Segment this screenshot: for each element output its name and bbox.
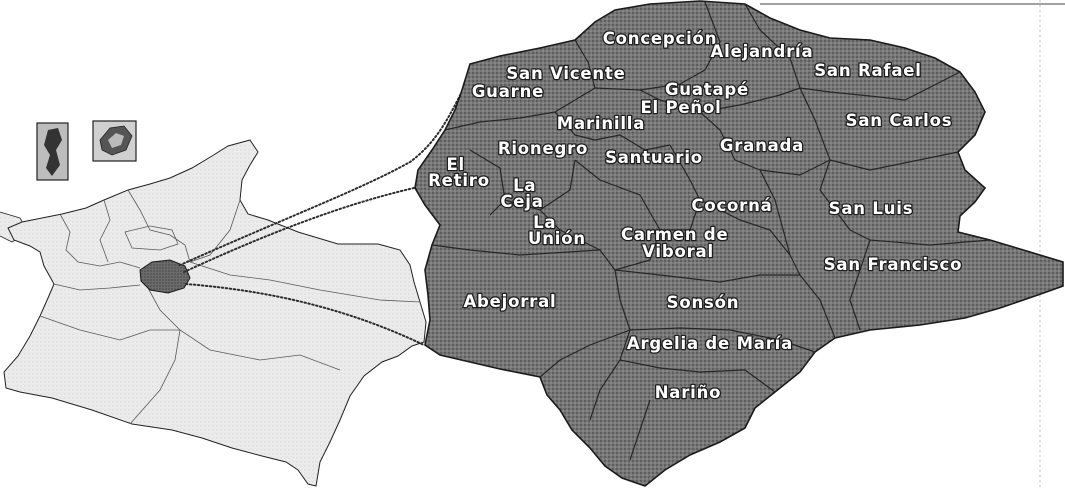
- label-la-union-line-2: Unión: [528, 229, 586, 248]
- department-boundary-line: [124, 225, 179, 251]
- municipality-boundary-line: [554, 111, 671, 151]
- highlighted-subregion: [139, 259, 191, 294]
- label-la-ceja-line-2: Ceja: [500, 192, 543, 211]
- municipality-boundary-line: [614, 269, 836, 339]
- label-carmen-de-viboral-line-1: Carmen de: [621, 225, 728, 244]
- label-la-ceja-line-1: La: [513, 176, 536, 195]
- label-alejandria: Alejandría: [711, 42, 814, 61]
- colombia-map-thumbnail-icon: [36, 122, 69, 181]
- department-boundary-line: [147, 287, 341, 371]
- region-outline: [414, 0, 1064, 487]
- municipality-boundary-line: [829, 71, 961, 101]
- label-san-rafael: San Rafael: [814, 61, 922, 80]
- municipality-boundary-line: [759, 169, 791, 256]
- label-concepcion: Concepción: [603, 29, 718, 48]
- label-san-vicente: San Vicente: [506, 64, 625, 83]
- label-abejorral: Abejorral: [463, 292, 556, 311]
- label-guatape: Guatapé: [665, 80, 749, 99]
- region-map: Concepción Alejandría San Vicente San Ra…: [414, 0, 1064, 487]
- municipality-labels: Concepción Alejandría San Vicente San Ra…: [427, 28, 963, 404]
- municipality-boundary-line: [744, 3, 801, 89]
- label-marinilla: Marinilla: [557, 114, 645, 133]
- department-boundary-line: [39, 315, 180, 341]
- municipality-boundary-line: [619, 359, 776, 393]
- connector-line-lower: [185, 283, 425, 346]
- label-carmen-de-viboral: Carmen de Viboral: [621, 225, 735, 261]
- department-boundary-line: [189, 261, 421, 303]
- zoom-connector-lines: [177, 83, 467, 346]
- region-map-thumbnail-icon: [92, 120, 137, 162]
- municipality-boundary-line: [594, 1, 721, 91]
- municipality-boundary-line: [539, 209, 616, 271]
- municipality-boundary-line: [574, 159, 661, 271]
- label-el-retiro-line-1: El: [446, 155, 465, 174]
- municipality-boundary-line: [539, 329, 631, 378]
- label-santuario: Santuario: [605, 148, 703, 167]
- municipality-boundary-line: [699, 111, 761, 171]
- label-guarne: Guarne: [472, 82, 544, 101]
- department-boundary-line: [99, 199, 111, 263]
- connector-line-upper: [177, 83, 467, 267]
- label-san-francisco: San Francisco: [824, 255, 963, 274]
- label-el-retiro-line-2: Retiro: [428, 171, 490, 190]
- connector-line-middle: [183, 187, 415, 273]
- municipality-boundary-line: [699, 199, 801, 276]
- label-cocorna: Cocorná: [691, 196, 772, 215]
- municipality-boundary-line: [799, 87, 831, 191]
- municipality-boundary-line: [589, 359, 621, 421]
- label-el-retiro: El Retiro: [428, 155, 490, 190]
- municipality-boundary-line: [759, 151, 959, 176]
- municipality-boundary-line: [629, 327, 816, 353]
- label-san-carlos: San Carlos: [846, 111, 953, 130]
- municipality-boundary-line: [574, 39, 596, 101]
- municipality-boundary-line: [629, 399, 651, 461]
- label-rionegro: Rionegro: [498, 139, 588, 158]
- colombia-outline: [3, 139, 427, 487]
- label-san-luis: San Luis: [829, 199, 914, 218]
- label-la-union: La Unión: [528, 213, 586, 248]
- label-la-union-line-1: La: [533, 213, 556, 232]
- label-granada: Granada: [720, 136, 804, 155]
- label-argelia-de-maria: Argelia de María: [627, 334, 793, 353]
- municipality-boundary-line: [444, 99, 576, 131]
- municipality-boundary-line: [504, 159, 576, 211]
- municipality-boundary-line: [431, 244, 601, 256]
- department-boundaries: [39, 189, 421, 425]
- label-sonson: Sonsón: [667, 293, 740, 312]
- department-boundary-line: [129, 329, 181, 425]
- municipality-boundaries: [431, 1, 991, 461]
- municipality-boundary-line: [614, 269, 631, 361]
- department-boundary-line: [59, 213, 141, 269]
- department-boundary-line: [189, 199, 241, 263]
- department-boundary-line: [127, 189, 191, 263]
- label-el-penol: El Peñol: [640, 98, 721, 117]
- colombia-country-map: [0, 139, 427, 487]
- municipality-boundary-line: [849, 239, 871, 331]
- label-la-ceja: La Ceja: [500, 176, 543, 211]
- department-boundary-line: [53, 283, 141, 291]
- municipality-boundary-line: [469, 149, 506, 216]
- label-narino: Nariño: [655, 383, 722, 402]
- label-carmen-de-viboral-line-2: Viboral: [642, 242, 714, 261]
